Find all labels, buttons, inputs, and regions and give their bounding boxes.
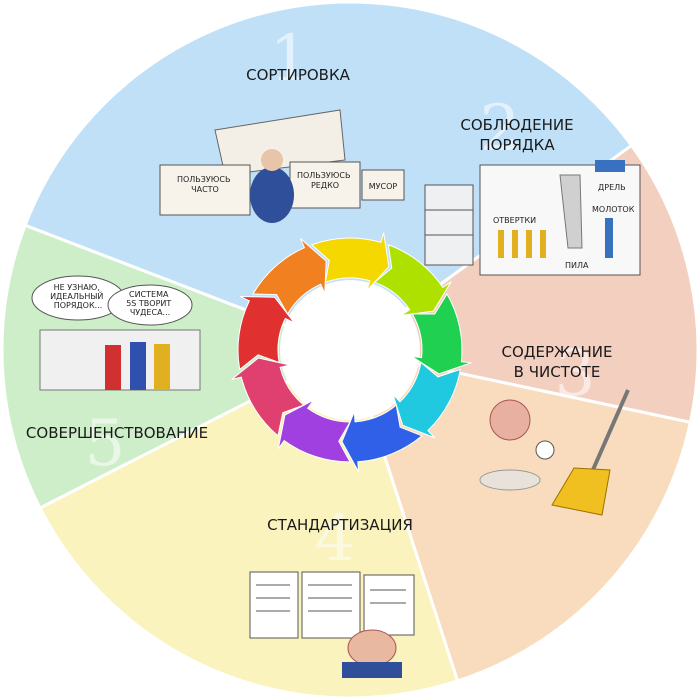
tool-label-saw: ПИЛА bbox=[565, 261, 589, 270]
hammer-shape bbox=[605, 218, 613, 258]
box-often bbox=[159, 164, 251, 216]
worker-yellow bbox=[154, 344, 170, 390]
broom-handle bbox=[590, 389, 630, 473]
cleaning-illustration bbox=[479, 389, 630, 516]
segment-number-2: 2 bbox=[480, 92, 521, 166]
box-rarely-line1: ПОЛЬЗУЮСЬ bbox=[297, 171, 351, 180]
bubble-right bbox=[107, 284, 193, 326]
segment-number-4: 4 bbox=[315, 502, 356, 576]
cycle-arrow bbox=[373, 243, 452, 316]
tool-label-drill: ДРЕЛЬ bbox=[598, 183, 626, 192]
cycle-arrows bbox=[231, 232, 472, 472]
worker-blue bbox=[130, 342, 146, 390]
screwdriver bbox=[498, 230, 504, 258]
box-trash bbox=[361, 169, 405, 201]
segment-title-5: СОВЕРШЕНСТВОВАНИЕ bbox=[26, 424, 208, 442]
reader-head bbox=[347, 629, 397, 667]
cycle-arrow bbox=[231, 357, 305, 437]
segment-title-1: СОРТИРОВКА bbox=[246, 66, 351, 84]
cycle-arrow bbox=[310, 232, 390, 291]
bubble-right-line2: 5S ТВОРИТ bbox=[126, 299, 171, 308]
bubble-right-text: СИСТЕМА 5S ТВОРИТ ЧУДЕСА... bbox=[126, 290, 174, 317]
segment-title-3: СОДЕРЖАНИЕ В ЧИСТОТЕ bbox=[502, 343, 613, 381]
document-lines bbox=[256, 584, 406, 612]
box-often-line1: ПОЛЬЗУЮСЬ bbox=[177, 175, 231, 184]
improvement-illustration: НЕ УЗНАЮ, ИДЕАЛЬНЫЙ ПОРЯДОК... СИСТЕМА 5… bbox=[31, 275, 201, 391]
segment-title-line: ПОРЯДКА bbox=[479, 136, 555, 154]
saw-shape bbox=[559, 174, 583, 249]
segment-3 bbox=[347, 347, 693, 683]
cycle-arrow bbox=[411, 293, 472, 375]
cycle-arrow bbox=[252, 238, 327, 316]
shelf bbox=[424, 184, 474, 266]
worker-head bbox=[261, 149, 283, 171]
box-rarely-line2: РЕДКО bbox=[311, 181, 339, 190]
segment-title-line: В ЧИСТОТЕ bbox=[514, 363, 601, 381]
document-3 bbox=[363, 574, 415, 636]
sorting-illustration: ПОЛЬЗУЮСЬ ЧАСТО ПОЛЬЗУЮСЬ РЕДКО МУСОР bbox=[159, 109, 405, 223]
bubble-left-text: НЕ УЗНАЮ, ИДЕАЛЬНЫЙ ПОРЯДОК... bbox=[50, 283, 106, 310]
segment-number-5: 5 bbox=[85, 407, 126, 481]
tool-board-illustration: ДРЕЛЬ МОЛОТОК ОТВЕРТКИ ПИЛА bbox=[424, 160, 641, 276]
screwdriver bbox=[540, 230, 546, 258]
standards-illustration bbox=[249, 571, 415, 678]
inspector-head bbox=[489, 399, 531, 441]
bubble-right-line3: ЧУДЕСА... bbox=[130, 308, 170, 317]
bubble-left-line2: ИДЕАЛЬНЫЙ bbox=[50, 290, 103, 301]
worker-red bbox=[105, 345, 121, 390]
dust-cloud bbox=[479, 469, 541, 491]
tool-label-hammer: МОЛОТОК bbox=[592, 205, 635, 214]
screwdriver bbox=[512, 230, 518, 258]
box-rarely-label: ПОЛЬЗУЮСЬ РЕДКО bbox=[297, 171, 353, 190]
screwdriver bbox=[526, 230, 532, 258]
tool-label-screwdrivers: ОТВЕРТКИ bbox=[493, 216, 536, 225]
broom-head bbox=[551, 467, 611, 516]
tool-board bbox=[479, 164, 641, 276]
document-1 bbox=[249, 571, 299, 639]
segment-number-3: 3 bbox=[555, 337, 596, 411]
worker-figure bbox=[250, 167, 294, 223]
center-hole bbox=[280, 280, 420, 420]
segment-title-line: СОБЛЮДЕНИЕ bbox=[460, 116, 573, 134]
bubble-left-line3: ПОРЯДОК... bbox=[54, 301, 103, 310]
cycle-arrow bbox=[237, 296, 295, 371]
segment-title-2: СОБЛЮДЕНИЕ ПОРЯДКА bbox=[460, 116, 573, 154]
drill-shape bbox=[595, 160, 625, 172]
magnifier-lens bbox=[535, 440, 555, 460]
box-often-label: ПОЛЬЗУЮСЬ ЧАСТО bbox=[177, 175, 233, 194]
segment-title-line: СОРТИРОВКА bbox=[246, 66, 351, 84]
cycle-arrow bbox=[277, 399, 351, 463]
segment-title-4: СТАНДАРТИЗАЦИЯ bbox=[267, 516, 413, 534]
box-back bbox=[214, 109, 346, 176]
document-2 bbox=[301, 571, 361, 639]
segment-number-1: 1 bbox=[270, 22, 311, 96]
segment-title-line: СОДЕРЖАНИЕ bbox=[502, 343, 613, 361]
box-trash-label: МУСОР bbox=[369, 182, 398, 191]
segment-title-line: СТАНДАРТИЗАЦИЯ bbox=[267, 516, 413, 534]
segment-title-line: СОВЕРШЕНСТВОВАНИЕ bbox=[26, 424, 208, 442]
box-often-line2: ЧАСТО bbox=[191, 185, 219, 194]
bubble-left-line1: НЕ УЗНАЮ, bbox=[54, 283, 100, 292]
bubble-right-line1: СИСТЕМА bbox=[129, 290, 169, 299]
cycle-arrow bbox=[341, 404, 423, 472]
cycle-arrow bbox=[392, 361, 461, 439]
reader-body bbox=[342, 662, 402, 678]
